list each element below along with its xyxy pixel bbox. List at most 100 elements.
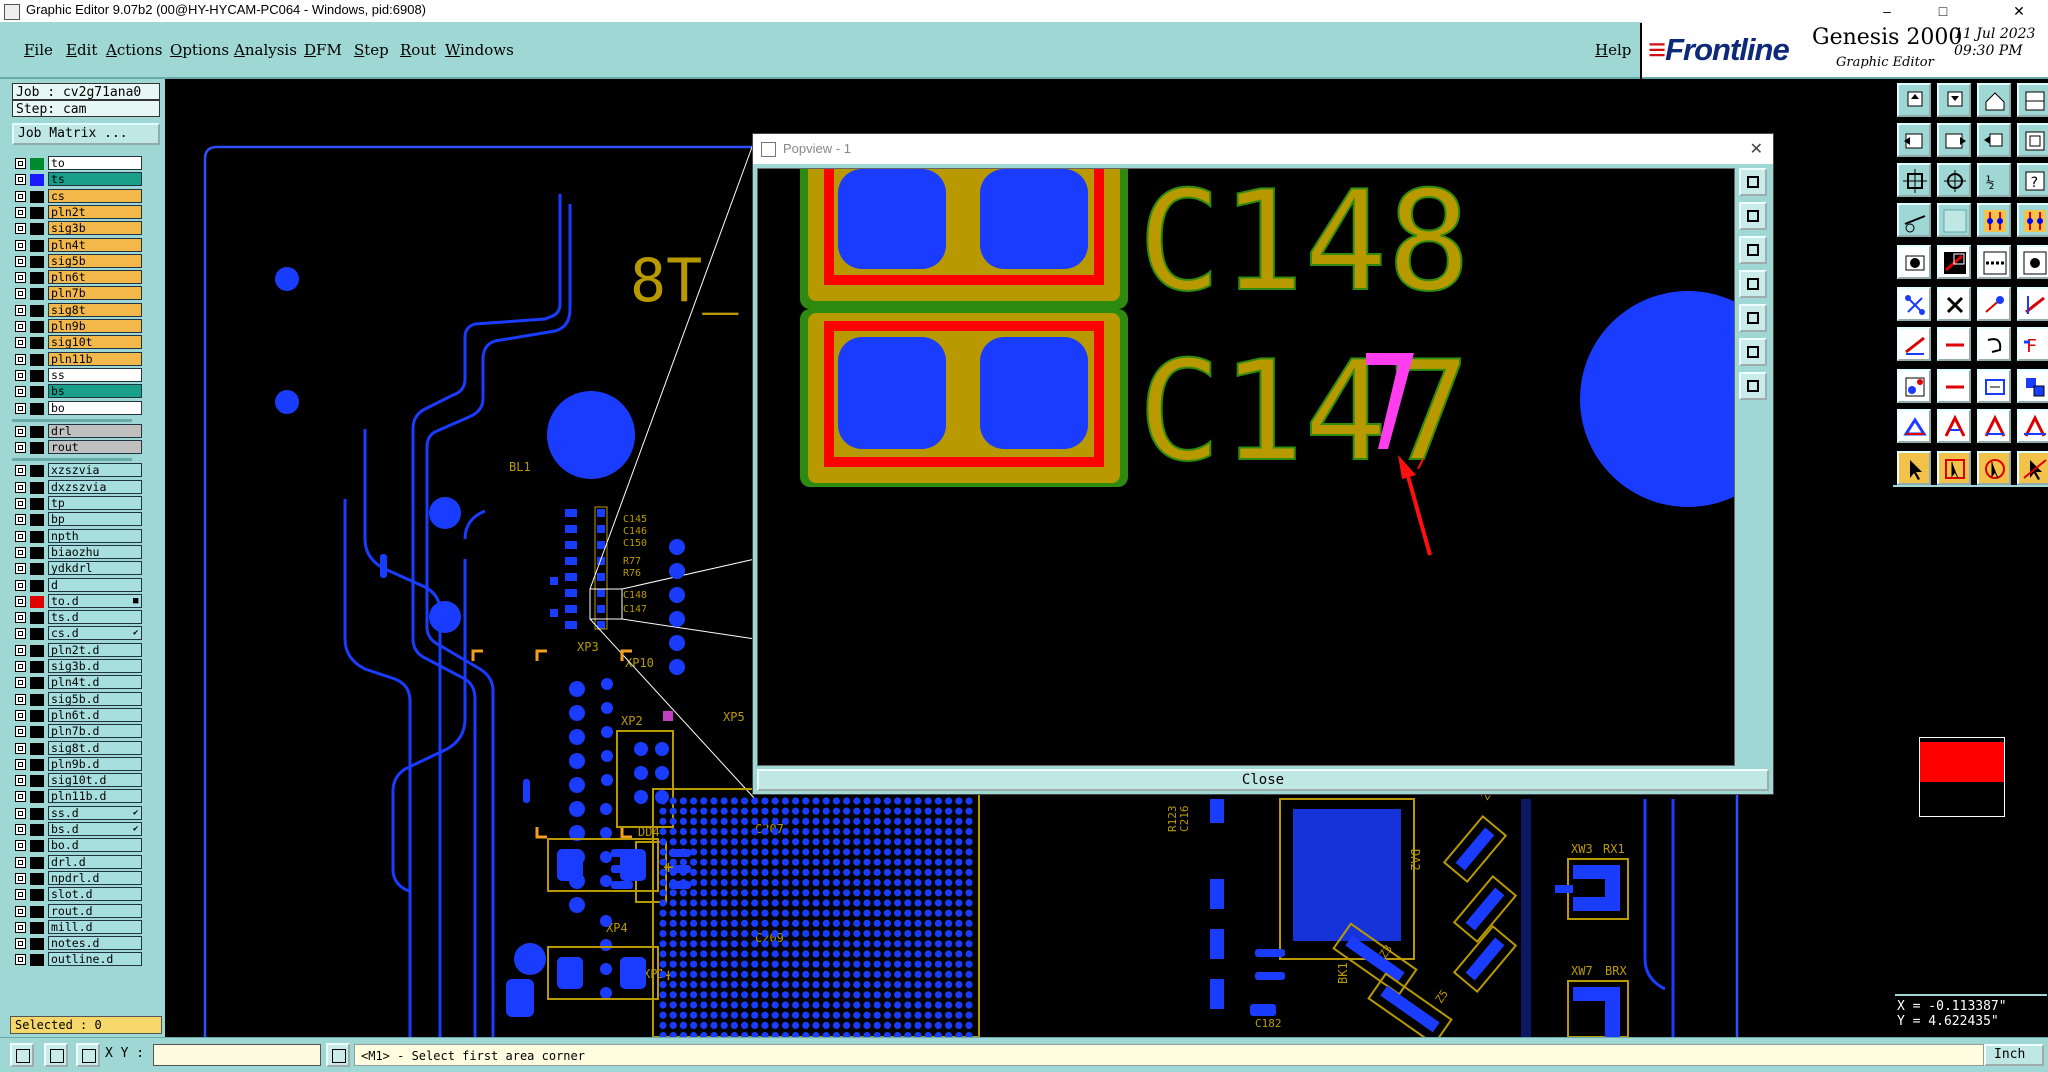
layer-color-swatch[interactable] (30, 530, 44, 543)
center-tool-button[interactable] (1937, 163, 1971, 197)
popview-close-button[interactable]: Close (757, 769, 1769, 791)
layer-name[interactable]: pln7b (48, 286, 142, 301)
layer-row[interactable]: sig10t (12, 335, 142, 350)
layer-row[interactable]: ts (12, 172, 142, 187)
layer-row[interactable]: biaozhu (12, 544, 142, 560)
layer-name[interactable]: drl (48, 423, 142, 438)
layer-row[interactable]: drl.d (12, 854, 142, 870)
snap-tool-button[interactable] (2017, 203, 2048, 237)
layer-name[interactable]: sig5b.d (48, 691, 142, 706)
layer-checkbox[interactable] (15, 304, 26, 316)
layer-color-swatch[interactable] (30, 498, 44, 510)
popview-zoom-fit-button[interactable] (1739, 168, 1767, 196)
layer-checkbox[interactable] (15, 190, 26, 202)
layer-name[interactable]: outline.d (48, 952, 142, 967)
zoom-fit-tool-button[interactable] (1897, 163, 1931, 197)
layer-name[interactable]: pln9b.d (48, 756, 142, 771)
layer-color-swatch[interactable] (30, 190, 44, 203)
help-tool-button[interactable]: ? (2017, 163, 2048, 197)
layer-color-swatch[interactable] (30, 938, 44, 951)
select-pad-tool-button[interactable] (1897, 369, 1931, 403)
close-window-button[interactable]: ✕ (2013, 3, 2025, 19)
layer-color-swatch[interactable] (30, 807, 44, 820)
layer-name[interactable]: cs (48, 188, 142, 203)
layer-name[interactable]: pln11b (48, 351, 142, 366)
layer-name[interactable]: npdrl.d (48, 870, 142, 885)
layer-name[interactable]: ydkdrl (48, 561, 142, 576)
zoom-half-tool-button[interactable]: ½ (1977, 163, 2011, 197)
layer-row[interactable]: npth (12, 528, 142, 544)
layer-checkbox[interactable] (15, 742, 26, 754)
minimize-button[interactable]: – (1883, 3, 1891, 19)
layer-checkbox[interactable] (15, 514, 26, 526)
menu-help[interactable]: Help (1595, 41, 1632, 59)
layer-name[interactable]: rout.d (48, 903, 142, 918)
layer-checkbox[interactable] (15, 386, 26, 398)
status-grid-button[interactable] (76, 1043, 100, 1067)
layer-row[interactable]: slot.d (12, 887, 142, 902)
layer-checkbox[interactable] (15, 223, 26, 235)
layer-row[interactable]: bs (12, 384, 142, 399)
layer-color-swatch[interactable] (30, 856, 44, 869)
layer-color-swatch[interactable] (30, 304, 44, 317)
layer-row[interactable]: bs.d✔ (12, 822, 142, 837)
pointer-tool-button[interactable] (1977, 451, 2011, 485)
layer-row[interactable]: pln2t.d (12, 642, 142, 658)
layer-color-swatch[interactable] (30, 905, 44, 918)
layer-color-swatch[interactable] (30, 824, 44, 836)
layer-row[interactable]: pln11b (12, 351, 142, 367)
layer-color-swatch[interactable] (30, 644, 44, 657)
layer-row[interactable]: ydkdrl (12, 561, 142, 576)
layer-color-swatch[interactable] (30, 369, 44, 382)
highlight-tool-button[interactable] (1937, 245, 1971, 279)
layer-row[interactable]: bo.d (12, 838, 142, 853)
layer-name[interactable]: d (48, 577, 142, 592)
layer-checkbox[interactable] (15, 677, 26, 689)
layer-color-swatch[interactable] (30, 239, 44, 252)
layer-color-swatch[interactable] (30, 889, 44, 902)
layer-color-swatch[interactable] (30, 758, 44, 771)
layer-name[interactable]: sig3b (48, 221, 142, 236)
layer-name[interactable]: pln4t (48, 237, 142, 252)
layer-checkbox[interactable] (15, 369, 26, 381)
connect-tool-button[interactable] (1977, 287, 2011, 321)
layer-name[interactable]: cs.d (48, 626, 142, 641)
layer-name[interactable]: sig8t.d (48, 740, 142, 755)
menu-options[interactable]: Options (170, 41, 230, 59)
layer-name[interactable]: bs (48, 384, 142, 399)
layer-checkbox[interactable] (15, 791, 26, 803)
layer-row[interactable]: ss.d✔ (12, 805, 142, 821)
layer-color-swatch[interactable] (30, 337, 44, 350)
layer-row[interactable]: pln4t.d (12, 675, 142, 690)
layer-row[interactable]: pln11b.d (12, 789, 142, 804)
layer-color-swatch[interactable] (30, 726, 44, 739)
layer-color-swatch[interactable] (30, 709, 44, 722)
maximize-button[interactable]: □ (1938, 3, 1948, 19)
triangle-tool-button[interactable] (2017, 409, 2048, 443)
popview-canvas[interactable]: C148 C147 (757, 149, 1796, 766)
layer-color-swatch[interactable] (30, 353, 44, 366)
layer-checkbox[interactable] (15, 595, 26, 607)
layer-row[interactable]: bp (12, 512, 142, 527)
layer-checkbox[interactable] (15, 206, 26, 218)
layer-checkbox[interactable] (15, 807, 26, 819)
arc-tool-button[interactable] (1977, 327, 2011, 361)
layer-name[interactable]: ss (48, 367, 142, 382)
layer-name[interactable]: sig8t (48, 302, 142, 317)
layer-color-swatch[interactable] (30, 465, 44, 478)
layer-name[interactable]: drl.d (48, 854, 142, 869)
layer-checkbox[interactable] (15, 442, 26, 454)
layer-row[interactable]: pln7b.d (12, 724, 142, 739)
layer-checkbox[interactable] (15, 174, 26, 186)
units-button[interactable]: Inch (1984, 1044, 2044, 1066)
layer-color-swatch[interactable] (30, 288, 44, 301)
layer-name[interactable]: pln11b.d (48, 789, 142, 804)
layer-name[interactable]: notes.d (48, 936, 142, 951)
layer-row[interactable]: dxzszvia (12, 479, 142, 495)
layer-color-swatch[interactable] (30, 223, 44, 236)
layer-name[interactable]: pln6t (48, 270, 142, 285)
layer-checkbox[interactable] (15, 546, 26, 558)
layer-color-swatch[interactable] (30, 628, 44, 641)
layer-checkbox[interactable] (15, 709, 26, 721)
layer-color-swatch[interactable] (30, 425, 44, 438)
